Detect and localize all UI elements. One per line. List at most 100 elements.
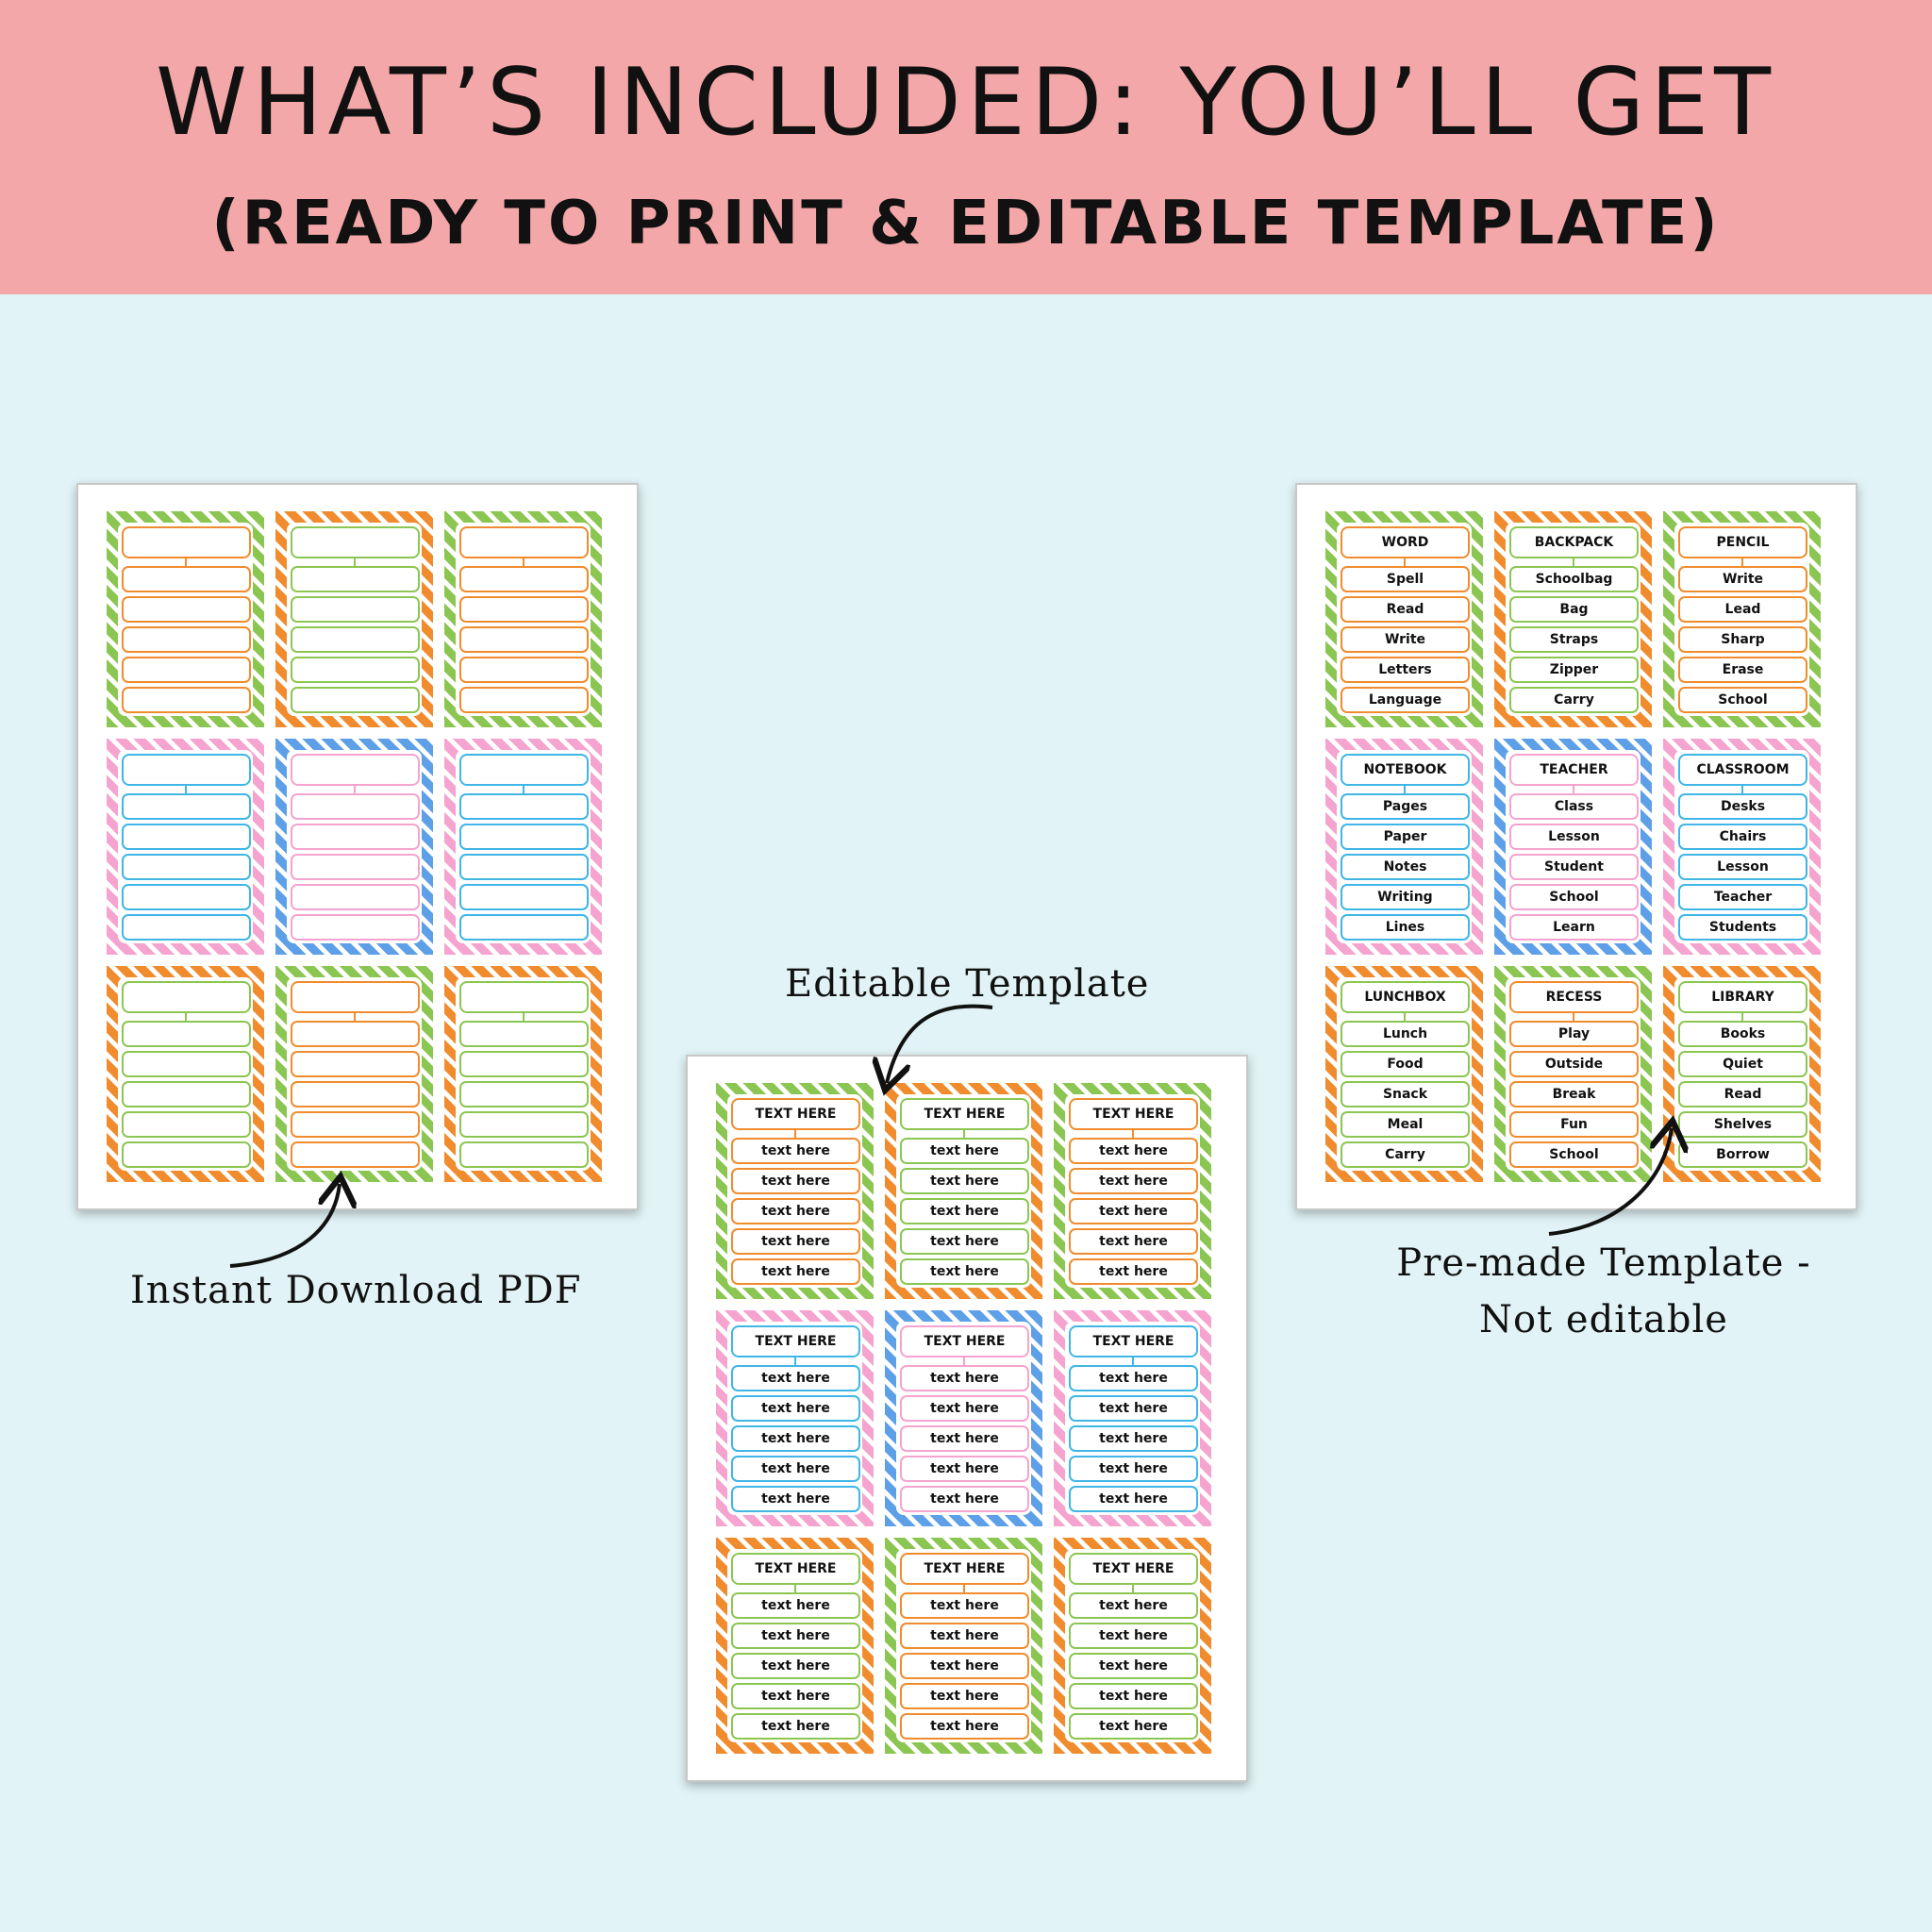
card-item xyxy=(122,1021,251,1047)
card-item xyxy=(291,1111,420,1138)
card-item xyxy=(122,884,251,910)
card-item[interactable]: text here xyxy=(731,1623,860,1649)
label-card xyxy=(107,966,264,1182)
card-item[interactable]: text here xyxy=(1069,1425,1198,1452)
card-heading[interactable]: TEXT HERE xyxy=(900,1553,1029,1585)
card-item: Student xyxy=(1509,854,1639,880)
card-item[interactable]: text here xyxy=(731,1138,860,1164)
card-heading[interactable]: TEXT HERE xyxy=(1069,1098,1198,1130)
label-card: TEXT HERE text here text here text here text… xyxy=(716,1538,874,1754)
card-item[interactable]: text here xyxy=(731,1395,860,1422)
card-item[interactable]: text here xyxy=(731,1365,860,1391)
label-card xyxy=(107,739,264,955)
card-item[interactable]: text here xyxy=(1069,1258,1198,1285)
card-item[interactable]: text here xyxy=(731,1456,860,1482)
card-item[interactable]: text here xyxy=(731,1228,860,1255)
connector-line xyxy=(1573,784,1574,793)
card-item: Snack xyxy=(1341,1081,1470,1108)
card-item: Learn xyxy=(1509,914,1639,941)
card-item[interactable]: text here xyxy=(731,1653,860,1679)
card-heading[interactable]: TEXT HERE xyxy=(1069,1553,1198,1585)
card-item[interactable]: text here xyxy=(731,1425,860,1452)
card-heading: NOTEBOOK xyxy=(1341,754,1470,786)
card-heading: PENCIL xyxy=(1678,526,1807,558)
card-item[interactable]: text here xyxy=(900,1456,1029,1482)
card-item[interactable]: text here xyxy=(1069,1623,1198,1649)
card-item[interactable]: text here xyxy=(900,1486,1029,1512)
card-item[interactable]: text here xyxy=(1069,1228,1198,1255)
card-item[interactable]: text here xyxy=(900,1425,1029,1452)
card-item[interactable]: text here xyxy=(731,1713,860,1740)
card-item[interactable]: text here xyxy=(1069,1198,1198,1224)
card-item[interactable]: text here xyxy=(900,1258,1029,1285)
card-item xyxy=(459,626,589,653)
editable-template-label: Editable Template xyxy=(785,962,1150,1006)
card-item[interactable]: text here xyxy=(1069,1138,1198,1164)
card-item[interactable]: text here xyxy=(900,1653,1029,1679)
card-item[interactable]: text here xyxy=(900,1365,1029,1391)
card-heading[interactable]: TEXT HERE xyxy=(731,1325,860,1357)
card-item: Write xyxy=(1341,626,1470,653)
label-card xyxy=(275,739,433,955)
card-item[interactable]: text here xyxy=(1069,1653,1198,1679)
card-heading[interactable]: TEXT HERE xyxy=(1069,1325,1198,1357)
card-item[interactable]: text here xyxy=(900,1395,1029,1422)
connector-line xyxy=(1741,1011,1743,1021)
card-item[interactable]: text here xyxy=(731,1198,860,1224)
card-item[interactable]: text here xyxy=(1069,1592,1198,1619)
card-item[interactable]: text here xyxy=(900,1683,1029,1709)
card-item xyxy=(291,1021,420,1047)
card-item: Class xyxy=(1509,793,1639,820)
card-item[interactable]: text here xyxy=(731,1168,860,1194)
card-item[interactable]: text here xyxy=(1069,1486,1198,1512)
card-heading[interactable]: TEXT HERE xyxy=(900,1325,1029,1357)
connector-line xyxy=(354,557,356,566)
card-heading: WORD xyxy=(1341,526,1470,558)
card-item: Play xyxy=(1509,1021,1639,1047)
blank-pdf-sheet xyxy=(76,483,639,1210)
card-item[interactable]: text here xyxy=(900,1713,1029,1740)
card-item xyxy=(122,626,251,653)
card-item: Notes xyxy=(1341,854,1470,880)
card-inner: TEXT HERE text here text here text here text… xyxy=(727,1549,862,1742)
card-item[interactable]: text here xyxy=(1069,1713,1198,1740)
card-item[interactable]: text here xyxy=(900,1168,1029,1194)
card-item[interactable]: text here xyxy=(731,1592,860,1619)
card-item xyxy=(122,1111,251,1138)
card-heading xyxy=(291,981,420,1013)
editable-template-sheet: TEXT HERE text here text here text here text… xyxy=(686,1055,1248,1782)
label-card: TEXT HERE text here text here text here text… xyxy=(1054,1538,1211,1754)
card-item: Teacher xyxy=(1678,884,1807,910)
card-item[interactable]: text here xyxy=(900,1592,1029,1619)
card-item: Chairs xyxy=(1678,824,1807,850)
card-item[interactable]: text here xyxy=(1069,1456,1198,1482)
card-item xyxy=(291,1081,420,1108)
header-banner: WHAT’S INCLUDED: YOU’LL GET (READY TO PR… xyxy=(0,0,1932,294)
label-card xyxy=(444,739,602,955)
card-item[interactable]: text here xyxy=(1069,1683,1198,1709)
card-item[interactable]: text here xyxy=(900,1623,1029,1649)
card-item[interactable]: text here xyxy=(731,1258,860,1285)
card-item[interactable]: text here xyxy=(1069,1365,1198,1391)
card-item[interactable]: text here xyxy=(731,1683,860,1709)
card-item[interactable]: text here xyxy=(900,1138,1029,1164)
connector-line xyxy=(1741,784,1743,793)
card-item: Fun xyxy=(1509,1111,1639,1138)
card-heading[interactable]: TEXT HERE xyxy=(731,1553,860,1585)
connector-line xyxy=(523,557,525,566)
label-card: TEXT HERE text here text here text here text… xyxy=(1054,1083,1211,1299)
card-item[interactable]: text here xyxy=(731,1486,860,1512)
card-heading[interactable]: TEXT HERE xyxy=(900,1098,1029,1130)
card-item[interactable]: text here xyxy=(900,1198,1029,1224)
card-heading[interactable]: TEXT HERE xyxy=(731,1098,860,1130)
connector-line xyxy=(963,1356,965,1365)
card-item[interactable]: text here xyxy=(1069,1168,1198,1194)
card-item[interactable]: text here xyxy=(900,1228,1029,1255)
card-item[interactable]: text here xyxy=(1069,1395,1198,1422)
